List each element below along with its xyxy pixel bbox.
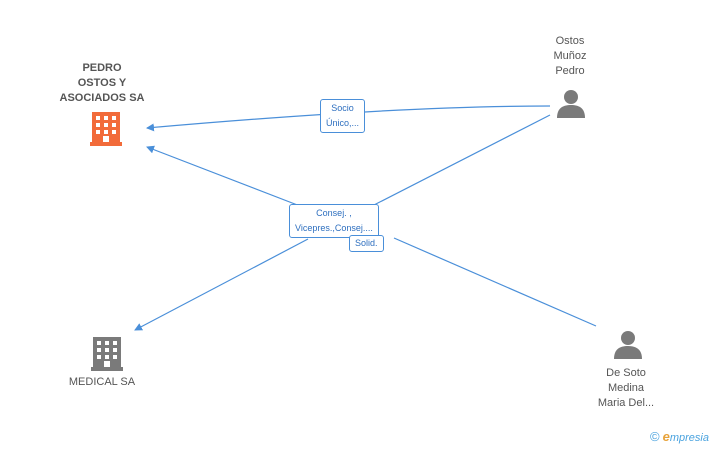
edge-label-line: Vicepres.,Consej.... xyxy=(295,223,373,233)
edge-hub-to-medical xyxy=(134,238,309,331)
node-label-line: Ostos xyxy=(555,35,585,47)
edge-label-socio-unico[interactable]: Socio Único,... xyxy=(320,99,366,133)
edge-hub-to-pedro-ostos xyxy=(146,145,301,207)
node-label-line: Pedro xyxy=(555,65,585,77)
node-label-ostos-munoz[interactable]: Ostos Muñoz Pedro xyxy=(530,34,610,79)
edge-de-soto-to-hub xyxy=(393,237,597,327)
node-label-de-soto[interactable]: De Soto Medina Maria Del... xyxy=(586,366,666,411)
node-label-line: De Soto xyxy=(606,367,646,379)
node-label-line: Maria Del... xyxy=(597,397,655,409)
node-label-line: Medina xyxy=(607,382,645,394)
node-label-medical[interactable]: MEDICAL SA xyxy=(52,375,152,390)
node-label-line: MEDICAL SA xyxy=(68,376,136,388)
brand-name: mpresia xyxy=(669,432,709,444)
edge-label-solid[interactable]: Solid. xyxy=(349,235,384,252)
edge-label-line: Solid. xyxy=(355,238,378,248)
node-label-pedro-ostos[interactable]: PEDRO OSTOS Y ASOCIADOS SA xyxy=(47,61,157,106)
edge-label-line: Socio xyxy=(331,103,354,113)
node-label-line: PEDRO xyxy=(82,62,122,74)
empresia-logo: ©empresia xyxy=(650,429,709,444)
person-icon[interactable] xyxy=(556,89,586,119)
edge-label-line: Consej. , xyxy=(316,208,352,218)
node-label-line: OSTOS Y xyxy=(77,77,127,89)
edge-label-consej-vicepres[interactable]: Consej. , Vicepres.,Consej.... xyxy=(289,204,379,238)
node-label-line: Muñoz xyxy=(553,50,587,62)
node-label-line: ASOCIADOS SA xyxy=(59,92,145,104)
building-icon[interactable] xyxy=(91,336,123,371)
building-icon[interactable] xyxy=(90,111,122,146)
edge-ostos-to-hub xyxy=(371,114,551,207)
copyright-symbol: © xyxy=(650,429,660,444)
edge-label-line: Único,... xyxy=(326,118,360,128)
brand-initial: e xyxy=(662,429,670,444)
person-icon[interactable] xyxy=(613,330,643,360)
